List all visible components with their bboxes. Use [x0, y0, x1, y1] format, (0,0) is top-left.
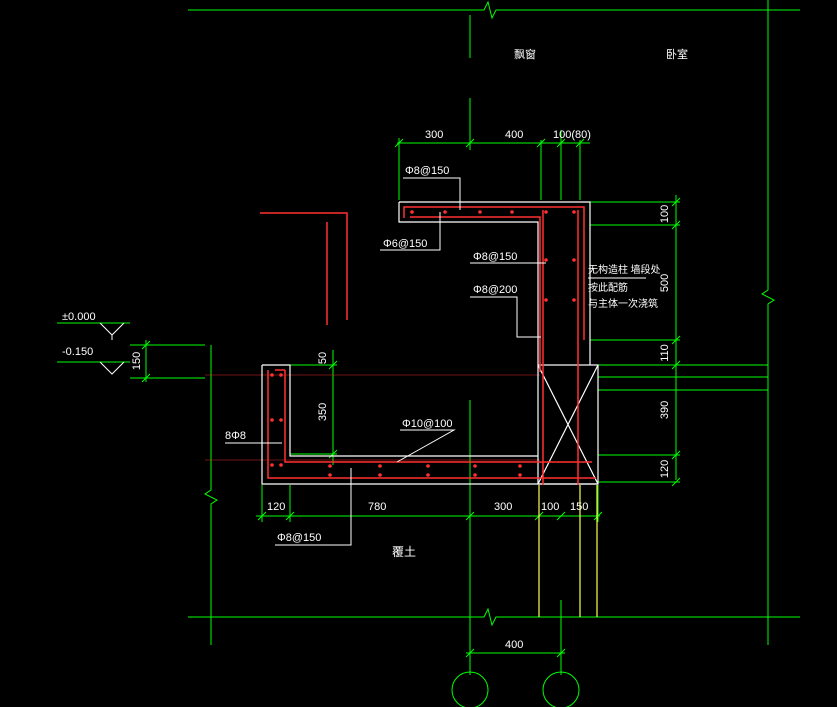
level-negative: -0.150: [62, 346, 93, 358]
dim-right-390: 390: [659, 401, 671, 419]
dim-50: 50: [317, 352, 329, 364]
soil-label: 覆土: [392, 545, 416, 559]
dim-right-500: 500: [659, 274, 671, 292]
dim-level-150: 150: [131, 352, 143, 370]
rebar-label-top-slab: Φ8@150: [405, 165, 449, 177]
note-line-3: 与主体一次浇筑: [588, 297, 658, 310]
zone-label-bedroom: 卧室: [666, 47, 688, 61]
rebar: [260, 206, 596, 485]
dim-top-300: 300: [425, 129, 443, 141]
zone-label-bay-window: 飘窗: [514, 47, 536, 61]
reference-lines: [205, 374, 540, 461]
dim-350: 350: [317, 403, 329, 421]
dim-axis-400: 400: [505, 639, 523, 651]
concrete-outline: [261, 201, 599, 485]
dim-right-110: 110: [659, 344, 671, 362]
dim-bot-120: 120: [267, 501, 285, 513]
rebar-label-right-upper: Φ8@150: [473, 251, 517, 263]
dim-bot-780: 780: [368, 501, 386, 513]
rebar-dots: [270, 210, 576, 477]
dim-right-100: 100: [659, 205, 671, 223]
leader-lines: [225, 177, 646, 546]
dim-top-400: 400: [505, 129, 523, 141]
dim-top-100-80: 100(80): [553, 129, 591, 141]
rebar-label-bottom-stirrup: Φ8@150: [277, 532, 321, 544]
rebar-label-left-stirrup: Φ6@150: [383, 238, 427, 250]
dim-right-120: 120: [659, 460, 671, 478]
dim-bot-150: 150: [570, 501, 588, 513]
column-lines: [538, 485, 598, 617]
dimension-lines: [57, 0, 800, 707]
dim-bot-300: 300: [494, 501, 512, 513]
rebar-label-bottom: Φ10@100: [402, 418, 453, 430]
rebar-label-right-lower: Φ8@200: [473, 284, 517, 296]
level-markers: [99, 322, 125, 375]
dim-bot-100: 100: [541, 501, 559, 513]
note-line-2: 按此配筋: [588, 281, 628, 294]
note-line-1: 无构造柱 墙段处: [588, 263, 661, 276]
level-zero: ±0.000: [62, 311, 96, 323]
rebar-label-upstand: 8Φ8: [225, 430, 246, 442]
